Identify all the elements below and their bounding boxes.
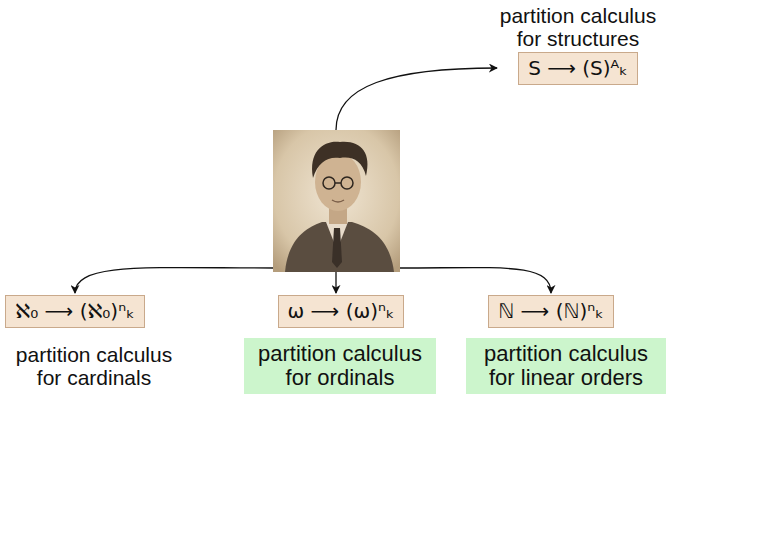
caption-text: partition calculus for ordinals — [250, 342, 430, 390]
arrow-line — [400, 268, 551, 293]
caption-text: partition calculus for structures — [488, 4, 668, 50]
arrow-lines — [75, 68, 551, 293]
formula-box: partition calculus for structuresS ⟶ (S)… — [518, 52, 638, 85]
caption-box: partition calculus for linear orders — [466, 338, 666, 394]
formula-text: S ⟶ (S)ᴬₖ — [528, 56, 628, 81]
formula-box: ω ⟶ (ω)ⁿₖ — [278, 295, 405, 328]
arrow-line — [335, 272, 336, 293]
caption-text: partition calculus for linear orders — [472, 342, 660, 390]
formula-box: ℕ ⟶ (ℕ)ⁿₖ — [488, 295, 614, 328]
caption-text: partition calculus for cardinals — [4, 343, 184, 389]
formula-text: ℕ ⟶ (ℕ)ⁿₖ — [498, 299, 604, 324]
caption-box: partition calculus for ordinals — [244, 338, 436, 394]
portrait-photo — [273, 130, 400, 272]
arrow-line — [75, 268, 274, 293]
arrow-line — [336, 68, 497, 130]
formula-text: ℵ₀ ⟶ (ℵ₀)ⁿₖ — [15, 299, 134, 324]
formula-box: ℵ₀ ⟶ (ℵ₀)ⁿₖpartition calculus for cardin… — [5, 295, 144, 328]
formula-text: ω ⟶ (ω)ⁿₖ — [288, 299, 395, 324]
